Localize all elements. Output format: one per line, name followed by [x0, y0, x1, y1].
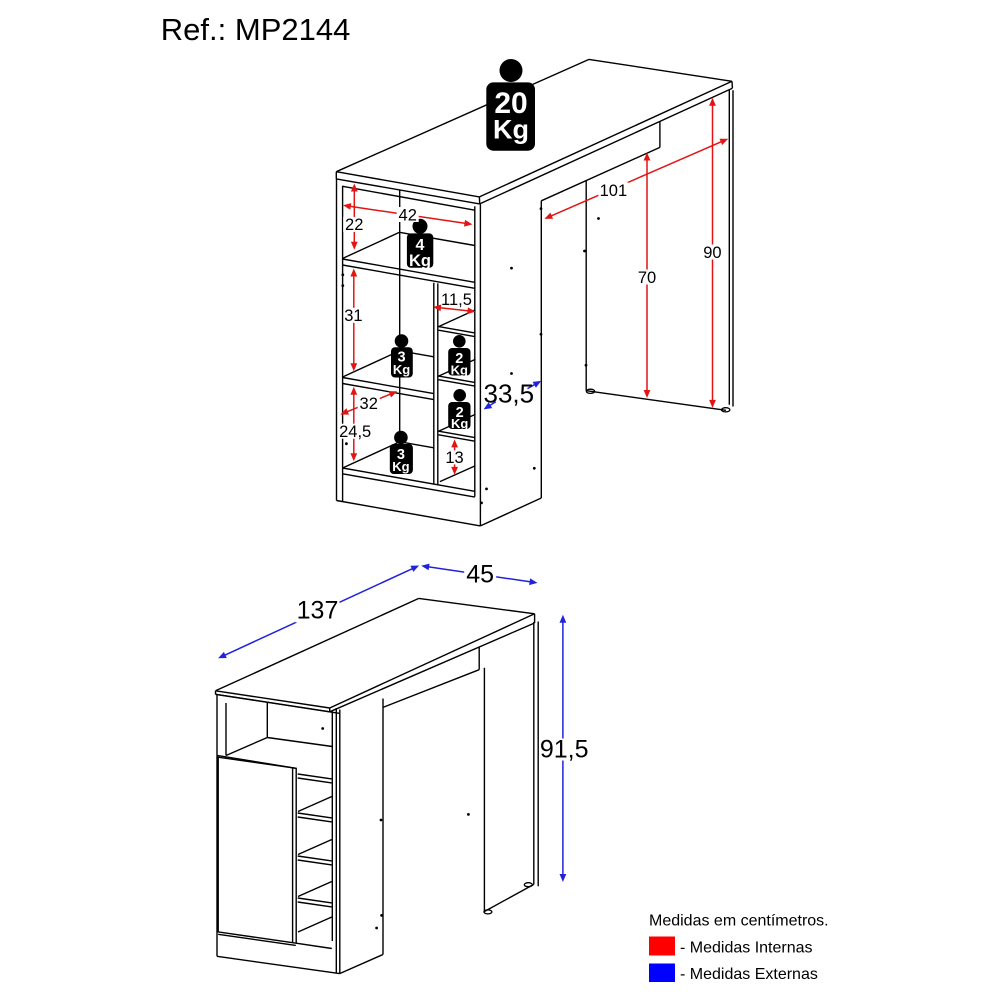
svg-text:11,5: 11,5 — [441, 291, 472, 309]
svg-text:20: 20 — [494, 87, 527, 120]
svg-text:2: 2 — [456, 405, 464, 421]
svg-text:91,5: 91,5 — [540, 736, 589, 764]
svg-text:137: 137 — [297, 597, 339, 625]
svg-text:Ref.: MP2144: Ref.: MP2144 — [161, 12, 351, 47]
svg-text:42: 42 — [399, 206, 417, 224]
svg-text:24,5: 24,5 — [339, 423, 371, 441]
svg-text:101: 101 — [600, 182, 628, 200]
svg-text:Kg: Kg — [393, 362, 410, 377]
svg-text:13: 13 — [445, 449, 463, 467]
svg-text:70: 70 — [638, 269, 656, 287]
svg-text:- Medidas Internas: - Medidas Internas — [680, 940, 813, 957]
svg-text:2: 2 — [455, 351, 463, 367]
svg-text:22: 22 — [345, 216, 363, 234]
svg-text:- Medidas Externas: - Medidas Externas — [680, 966, 818, 983]
svg-text:45: 45 — [466, 560, 494, 588]
svg-text:3: 3 — [397, 447, 405, 463]
svg-text:90: 90 — [703, 244, 721, 262]
svg-text:Kg: Kg — [493, 115, 529, 145]
svg-text:Kg: Kg — [451, 416, 468, 431]
svg-text:33,5: 33,5 — [483, 379, 534, 409]
svg-text:Kg: Kg — [409, 252, 431, 270]
svg-text:Kg: Kg — [392, 459, 409, 474]
svg-text:Kg: Kg — [451, 362, 468, 377]
svg-text:Medidas em centímetros.: Medidas em centímetros. — [649, 913, 829, 930]
svg-text:32: 32 — [360, 395, 378, 413]
svg-text:3: 3 — [397, 350, 405, 366]
svg-text:31: 31 — [344, 307, 362, 325]
svg-text:4: 4 — [416, 237, 425, 254]
